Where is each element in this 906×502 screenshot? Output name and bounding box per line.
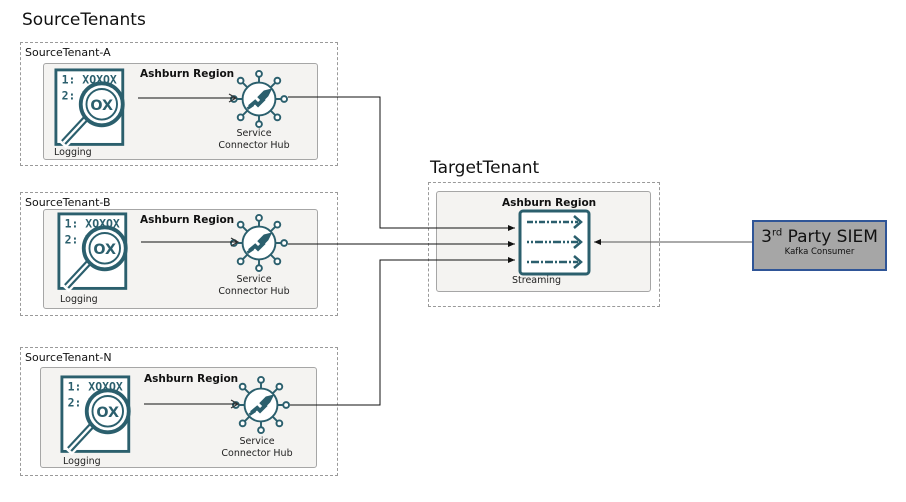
region-label: Ashburn Region — [144, 373, 239, 385]
hub-label-line1: Service — [236, 274, 272, 285]
siem-title: 3rd Party SIEM — [754, 227, 885, 247]
service-connector-hub-icon — [230, 70, 288, 128]
service-connector-hub-icon — [232, 376, 290, 434]
region-label: Ashburn Region — [140, 214, 235, 226]
hub-label-line2: Connector Hub — [218, 140, 290, 151]
hub-n-to-streaming-arrow — [290, 257, 515, 406]
source-tenants-title: SourceTenants — [22, 10, 146, 30]
siem-title-sup: rd — [771, 227, 783, 239]
hub-label-line1: Service — [239, 436, 275, 447]
service-connector-hub-icon — [230, 214, 288, 272]
siem-title-rest: Party SIEM — [782, 227, 878, 247]
third-party-siem-box: 3rd Party SIEM Kafka Consumer — [752, 220, 887, 271]
logging-icon: 1: XOXOX 2: XO OX — [60, 375, 131, 456]
hub-label-line2: Connector Hub — [218, 286, 290, 297]
hub-label-line1: Service — [236, 128, 272, 139]
siem-title-prefix: 3 — [761, 227, 772, 247]
region-label: Ashburn Region — [502, 197, 597, 209]
logging-icon-lens: OX — [90, 98, 113, 114]
region-label: Ashburn Region — [140, 68, 235, 80]
hub-label-line2: Connector Hub — [221, 448, 293, 459]
siem-subtitle: Kafka Consumer — [784, 247, 855, 257]
logging-label: Logging — [54, 147, 92, 158]
hub-a-to-streaming-arrow — [288, 96, 515, 231]
target-tenant-title: TargetTenant — [430, 158, 540, 178]
streaming-icon — [518, 209, 591, 276]
logging-icon-lens: OX — [96, 405, 119, 421]
tenant-b-label: SourceTenant-B — [25, 196, 111, 209]
tenant-n-label: SourceTenant-N — [25, 351, 112, 364]
logging-icon: 1: XOXOX 2: XO OX — [54, 68, 125, 149]
logging-icon: 1: XOXOX 2: XO OX — [57, 212, 128, 293]
logging-label: Logging — [63, 456, 101, 467]
streaming-label: Streaming — [512, 275, 562, 286]
tenant-a-label: SourceTenant-A — [25, 46, 111, 59]
logging-icon-lens: OX — [93, 242, 116, 258]
logging-label: Logging — [60, 294, 98, 305]
